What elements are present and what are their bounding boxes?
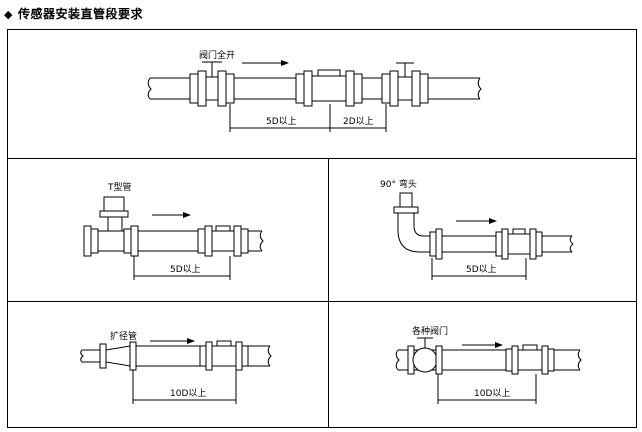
bot-right-dim: 10D以上 [474,388,510,399]
panel-top [147,60,482,132]
top-valve-label: 阀门全开 [199,49,235,61]
panel-mid-left [83,196,264,280]
tee-label: T型管 [107,181,132,193]
panel-mid-right [393,192,574,280]
bot-left-dim: 10D以上 [170,388,206,399]
page-title-text: 传感器安装直管段要求 [17,7,143,21]
page-title: ◆ 传感器安装直管段要求 [4,5,143,22]
mid-left-dim: 5D以上 [170,264,201,275]
valves-label: 各种阀门 [412,325,448,337]
panel-bot-left [80,338,272,404]
pipe-break-left [147,77,152,100]
top-dim-downstream: 2D以上 [343,116,374,127]
top-dim-upstream: 5D以上 [266,116,297,127]
diagram-frame [7,29,637,428]
pipe-break-right [477,77,482,100]
panel-bot-right [395,337,582,404]
diamond-bullet-icon: ◆ [4,8,13,21]
mid-right-dim: 5D以上 [466,264,497,275]
elbow-label: 90° 弯头 [380,178,417,190]
reducer-label: 扩径管 [110,330,137,342]
